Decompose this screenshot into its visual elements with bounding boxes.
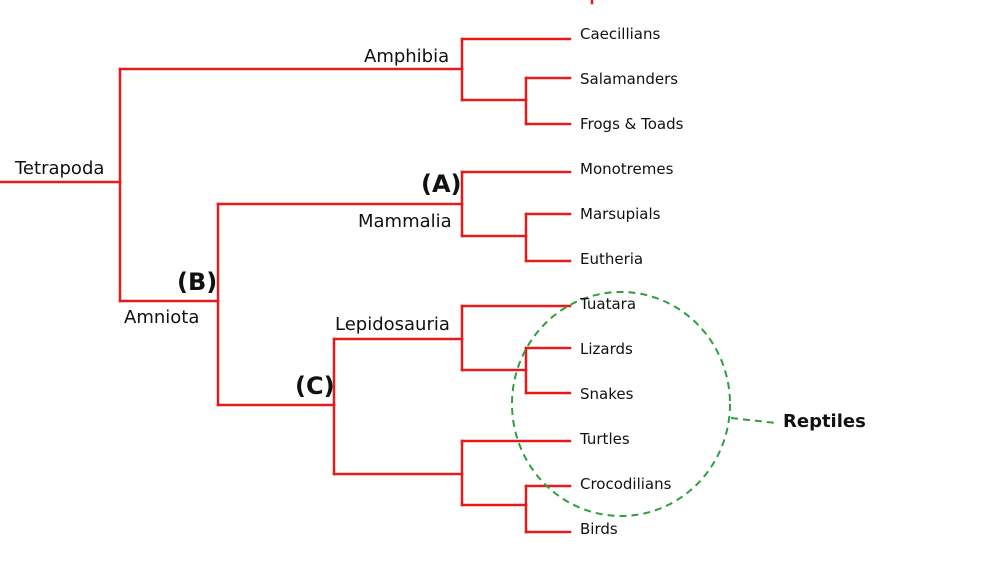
- leaf-label-monotremes: Monotremes: [580, 160, 674, 178]
- leaf-label-marsupials: Marsupials: [580, 205, 661, 223]
- node-markers: (A) (B) (C): [177, 170, 462, 400]
- clade-label-tetrapoda: Tetrapoda: [14, 158, 104, 179]
- node-marker-c: (C): [295, 372, 335, 400]
- leaf-label-birds: Birds: [580, 520, 618, 538]
- leaf-label-eutheria: Eutheria: [580, 250, 643, 268]
- leaf-label-snakes: Snakes: [580, 385, 634, 403]
- clade-labels: Tetrapoda Amphibia Mammalia Amniota Lepi…: [14, 46, 452, 335]
- leaf-label-caecillians: Caecillians: [580, 25, 661, 43]
- leaf-label-frogs-toads: Frogs & Toads: [580, 115, 684, 133]
- reptiles-label: Reptiles: [783, 411, 866, 432]
- node-marker-a: (A): [421, 170, 462, 198]
- leaf-label-crocodilians: Crocodilians: [580, 475, 672, 493]
- leaf-label-tuatara: Tuatara: [579, 295, 636, 313]
- clade-label-amniota: Amniota: [124, 307, 199, 328]
- reptiles-group: Reptiles: [511, 291, 866, 517]
- clade-label-lepidosauria: Lepidosauria: [335, 314, 450, 335]
- reptiles-connector: [730, 417, 777, 424]
- leaf-label-turtles: Turtles: [579, 430, 630, 448]
- tree-branches: [0, 0, 594, 534]
- leaf-label-salamanders: Salamanders: [580, 70, 678, 88]
- leaf-labels: Caecillians Salamanders Frogs & Toads Mo…: [579, 25, 684, 538]
- reptiles-ring: [511, 291, 731, 517]
- clade-label-mammalia: Mammalia: [358, 211, 452, 232]
- node-marker-b: (B): [177, 268, 217, 296]
- leaf-label-lizards: Lizards: [580, 340, 633, 358]
- clade-label-amphibia: Amphibia: [364, 46, 449, 67]
